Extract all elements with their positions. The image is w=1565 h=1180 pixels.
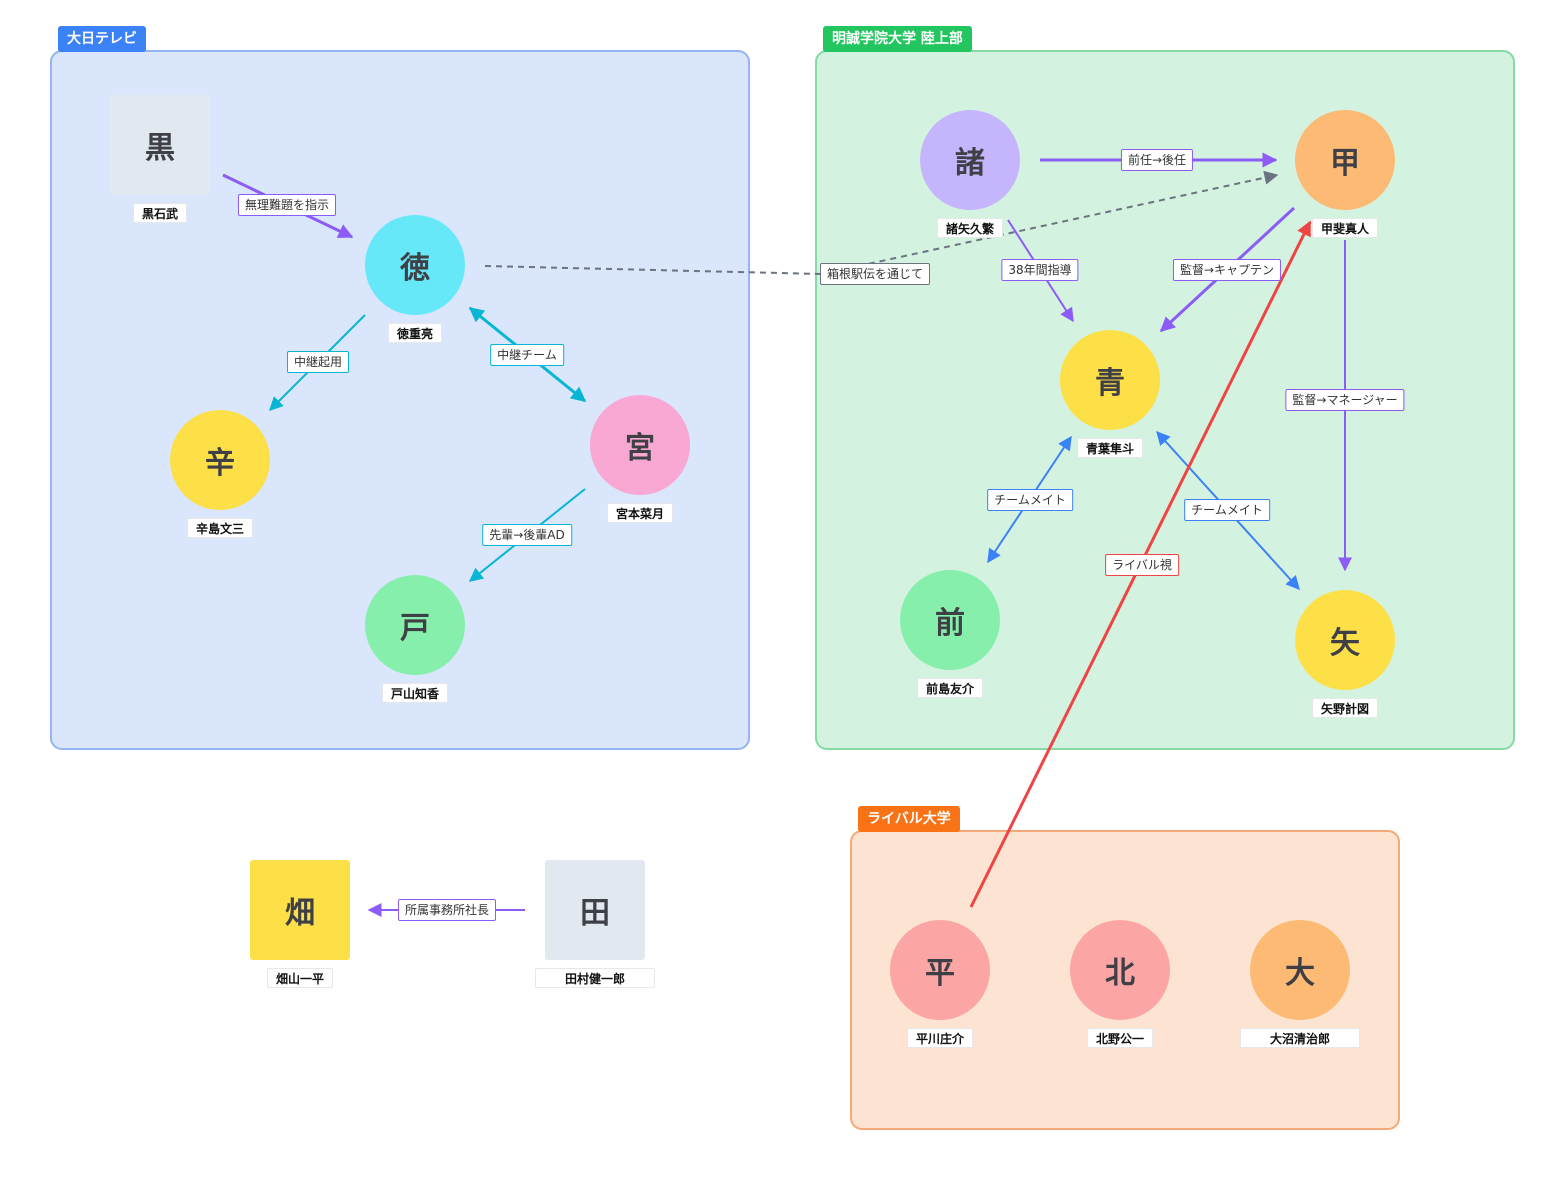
edge-label-ao-mae: チームメイト — [987, 489, 1073, 511]
node-label-toyama: 戸山知香 — [381, 683, 449, 703]
group-label-meisei-track-club: 明誠学院大学 陸上部 — [823, 26, 972, 52]
edge-label-toku-miya: 中継チーム — [490, 344, 564, 366]
node-kai[interactable]: 甲 — [1295, 110, 1395, 210]
node-label-karashima: 辛島文三 — [186, 518, 254, 538]
node-label-kitano: 北野公一 — [1086, 1028, 1154, 1048]
edge-label-kuro-toku: 無理難題を指示 — [237, 194, 337, 216]
node-label-hatayama: 畑山一平 — [266, 968, 334, 988]
edge-label-hira-kai: ライバル視 — [1105, 554, 1179, 576]
node-label-tamura: 田村健一郎 — [535, 968, 655, 988]
group-label-rival-university: ライバル大学 — [858, 806, 960, 832]
node-label-kuroishi: 黒石武 — [132, 203, 188, 223]
node-oonuma[interactable]: 大 — [1250, 920, 1350, 1020]
node-label-oonuma: 大沼清治郎 — [1240, 1028, 1360, 1048]
node-karashima[interactable]: 辛 — [170, 410, 270, 510]
node-maejima[interactable]: 前 — [900, 570, 1000, 670]
edge-label-moro-kai: 前任→後任 — [1120, 149, 1194, 171]
edge-label-kai-yano: 監督→マネージャー — [1285, 389, 1405, 411]
node-label-moroya: 諸矢久繁 — [936, 218, 1004, 238]
node-label-hirakawa: 平川庄介 — [906, 1028, 974, 1048]
edge-label-toku-kai: 箱根駅伝を通じて — [819, 263, 931, 285]
node-aoba[interactable]: 青 — [1060, 330, 1160, 430]
node-label-maejima: 前島友介 — [916, 678, 984, 698]
node-label-kai: 甲斐真人 — [1311, 218, 1379, 238]
node-kitano[interactable]: 北 — [1070, 920, 1170, 1020]
node-moroya[interactable]: 諸 — [920, 110, 1020, 210]
node-kuroishi[interactable]: 黒 — [110, 95, 210, 195]
node-tokushige[interactable]: 徳 — [365, 215, 465, 315]
edge-label-ao-yano: チームメイト — [1184, 499, 1270, 521]
node-label-miyamoto: 宮本菜月 — [606, 503, 674, 523]
node-yano[interactable]: 矢 — [1295, 590, 1395, 690]
node-hirakawa[interactable]: 平 — [890, 920, 990, 1020]
node-label-tokushige: 徳重亮 — [387, 323, 443, 343]
node-label-aoba: 青葉隼斗 — [1076, 438, 1144, 458]
node-toyama[interactable]: 戸 — [365, 575, 465, 675]
node-hatayama[interactable]: 畑 — [250, 860, 350, 960]
node-tamura[interactable]: 田 — [545, 860, 645, 960]
edge-label-tamura-hata: 所属事務所社長 — [397, 899, 497, 921]
edge-label-miya-toyama: 先輩→後輩AD — [482, 524, 572, 546]
edge-label-kai-ao: 監督→キャプテン — [1172, 259, 1282, 281]
node-label-yano: 矢野計図 — [1311, 698, 1379, 718]
edge-label-moro-ao: 38年間指導 — [1001, 259, 1079, 281]
edge-toku-kai — [484, 170, 1279, 276]
edge-label-toku-kara: 中継起用 — [286, 351, 350, 373]
group-label-daijitsu-tv: 大日テレビ — [58, 26, 146, 52]
node-miyamoto[interactable]: 宮 — [590, 395, 690, 495]
